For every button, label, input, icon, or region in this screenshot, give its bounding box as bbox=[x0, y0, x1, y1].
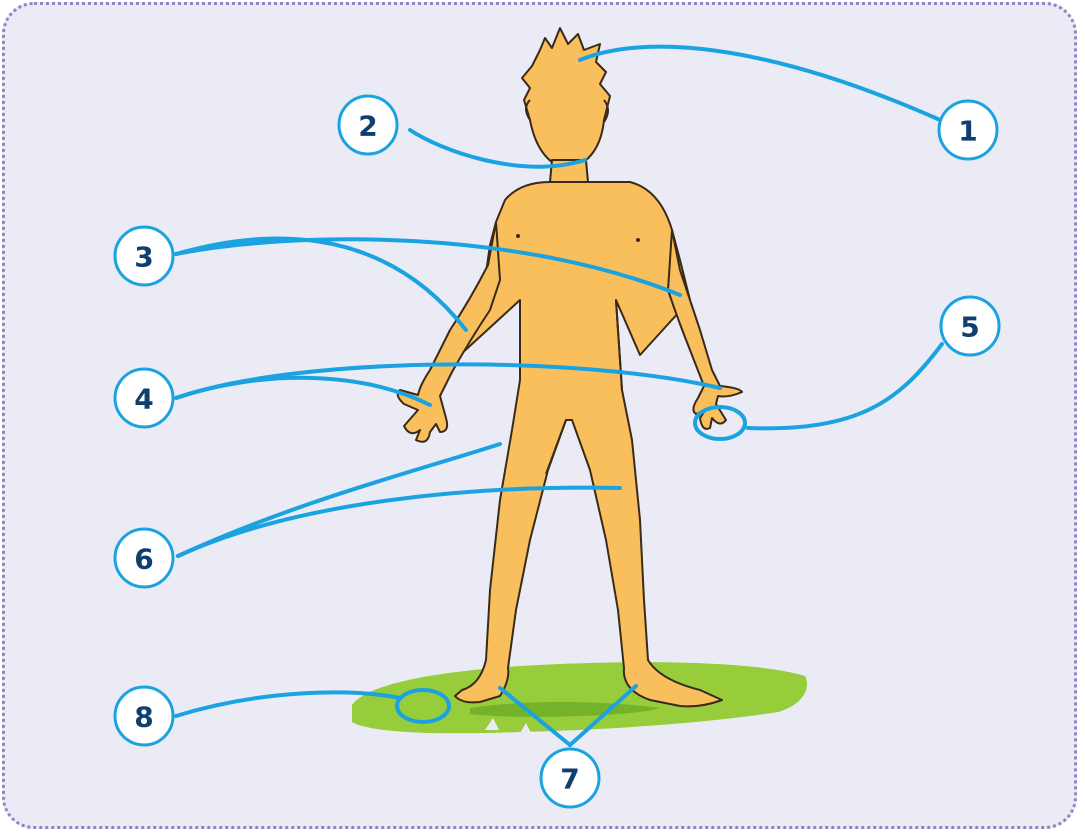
leader-line-4a bbox=[176, 378, 430, 405]
label-1: 1 bbox=[939, 101, 997, 159]
leader-line-1 bbox=[580, 47, 940, 120]
label-5: 5 bbox=[941, 297, 999, 355]
label-3: 3 bbox=[115, 227, 173, 285]
label-2-text: 2 bbox=[358, 110, 377, 143]
leader-line-5 bbox=[748, 344, 942, 428]
label-8: 8 bbox=[115, 687, 173, 745]
label-6: 6 bbox=[115, 529, 173, 587]
label-5-text: 5 bbox=[960, 311, 979, 344]
leader-line-6b bbox=[178, 488, 620, 556]
label-3-text: 3 bbox=[134, 241, 153, 274]
label-8-text: 8 bbox=[134, 701, 153, 734]
label-4-text: 4 bbox=[134, 383, 153, 416]
label-2: 2 bbox=[339, 96, 397, 154]
label-1-text: 1 bbox=[958, 115, 977, 148]
label-4: 4 bbox=[115, 369, 173, 427]
label-7-text: 7 bbox=[560, 763, 579, 796]
leader-line-3a bbox=[176, 238, 466, 330]
head bbox=[522, 28, 610, 170]
label-7: 7 bbox=[541, 749, 599, 807]
label-6-text: 6 bbox=[134, 543, 153, 576]
leader-line-6a bbox=[178, 444, 500, 556]
